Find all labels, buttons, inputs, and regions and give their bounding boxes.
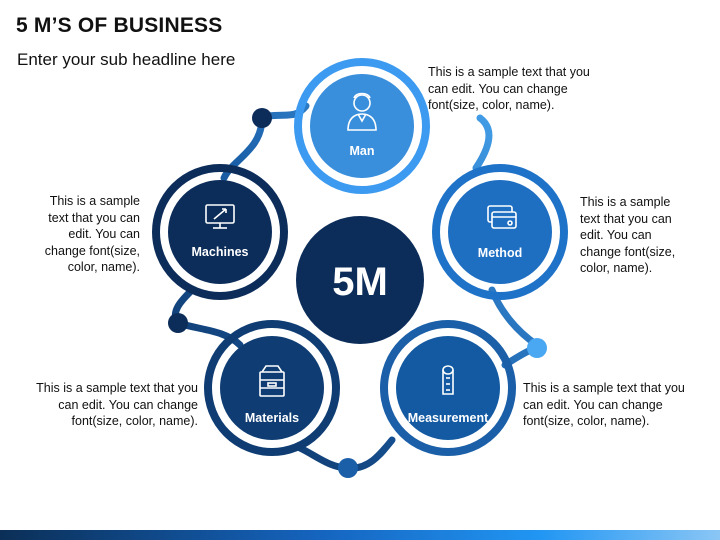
credit-cards-icon (487, 205, 517, 229)
center-disc (296, 216, 424, 344)
computer-rocket-icon (205, 204, 235, 229)
materials-description: This is a sample text that you can edit.… (36, 381, 198, 428)
materials-ring (204, 320, 340, 456)
person-icon (347, 92, 377, 131)
connector-dot (252, 108, 272, 128)
machines-label: Machines (192, 245, 249, 259)
man-label: Man (350, 144, 375, 158)
measurement-description: This is a sample text that you can edit.… (523, 381, 685, 428)
measuring-tape-icon (442, 365, 454, 395)
machines-disc (168, 180, 272, 284)
machines-ring (152, 164, 288, 300)
method-description: This is a sample text that you can edit.… (580, 195, 676, 275)
man-disc (310, 74, 414, 178)
connector-dot (527, 338, 547, 358)
machines-description: This is a sample text that you can edit.… (44, 194, 140, 274)
man-ring (294, 58, 430, 194)
method-disc (448, 180, 552, 284)
center-label: 5M (332, 260, 388, 304)
measurement-disc (396, 336, 500, 440)
measurement-ring (380, 320, 516, 456)
man-description: This is a sample text that you can edit.… (428, 65, 590, 112)
connector-dot (168, 313, 188, 333)
page-subtitle: Enter your sub headline here (17, 50, 236, 69)
storage-box-icon (259, 365, 285, 397)
page-title: 5 M’S OF BUSINESS (16, 14, 223, 37)
footer-gradient-bar (0, 530, 720, 540)
method-label: Method (478, 246, 522, 260)
materials-label: Materials (245, 411, 299, 425)
measurement-label: Measurement (408, 411, 489, 425)
connector-dot (338, 458, 358, 478)
method-ring (432, 164, 568, 300)
